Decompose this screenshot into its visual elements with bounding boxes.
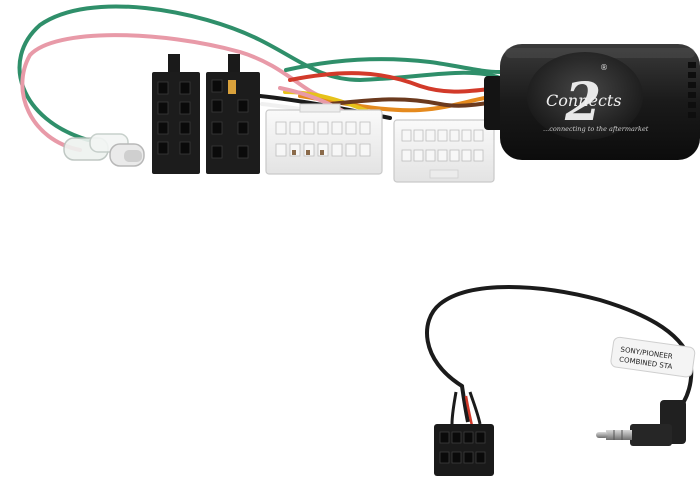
molex-connector [434,385,494,476]
green-wire-short [284,57,502,74]
red-wire [288,71,502,94]
interface-box [484,44,700,160]
brand-logo: 2 Connects ® ...connecting to the afterm… [543,63,649,133]
iso-connector-right [206,54,260,174]
brown-wire [328,97,497,108]
cable-label-sleeve: SONY/PIONEER COMBINED STA [610,336,696,378]
bullet-connectors [63,133,145,167]
white-plug-right [393,119,495,183]
logo-tagline: ...connecting to the aftermarket [543,125,649,133]
orange-wire [298,94,497,113]
iso-connector-left [152,54,200,174]
logo-wordmark: Connects [546,91,622,110]
audio-jack-3-5mm [596,400,686,446]
logo-registered: ® [600,63,608,72]
pink-wire [20,33,322,152]
logo-numeral: 2 [564,72,601,133]
wire-harness [17,4,502,152]
green-wire [17,4,502,142]
white-plug-left [265,103,383,175]
